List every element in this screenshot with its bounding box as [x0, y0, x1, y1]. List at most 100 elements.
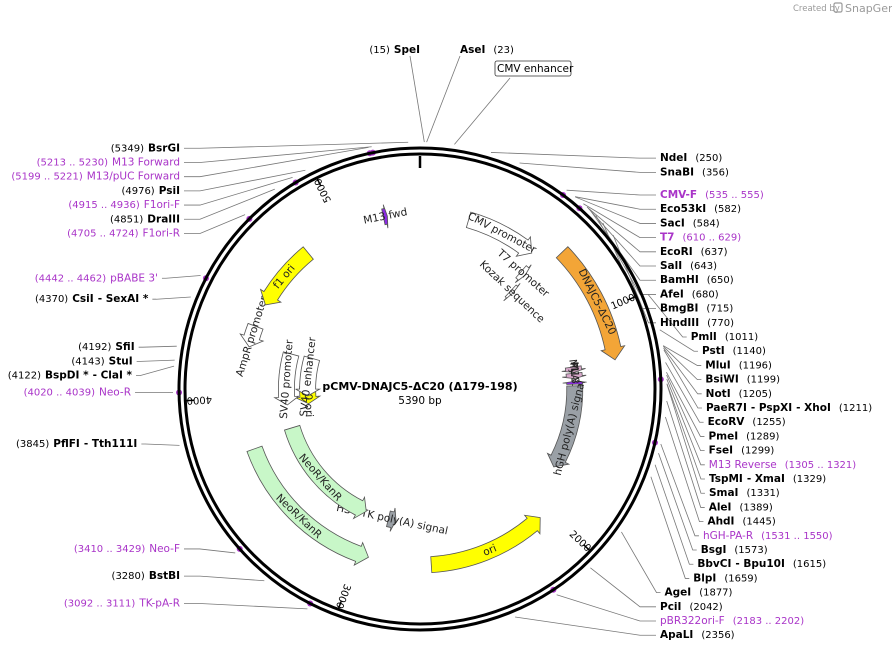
site-label-mlui[interactable]: MluI(1196)	[705, 359, 772, 371]
leader-line	[184, 603, 308, 610]
site-label-hindiii[interactable]: HindIII(770)	[660, 317, 734, 329]
site-label-smai[interactable]: SmaI(1331)	[709, 487, 780, 499]
site-label-f1orir[interactable]: (4705 .. 4724)F1ori-R	[67, 227, 180, 239]
site-position: (5349)	[111, 143, 144, 154]
site-label-text: PaeR7I- PspXI- XhoI(1211)	[706, 402, 872, 414]
feature-arrow	[239, 322, 265, 348]
site-name: CsiI	[72, 293, 93, 305]
site-label-spei[interactable]: (15)SpeI	[369, 44, 420, 56]
leader-line	[515, 616, 656, 636]
site-label-text: T7(610 .. 629)	[660, 232, 741, 244]
feature-box-cmvenh[interactable]: CMV enhancer	[494, 60, 574, 77]
site-label-pcii[interactable]: PciI (2042)	[660, 601, 723, 613]
site-label-t7[interactable]: T7(610 .. 629)	[660, 232, 741, 244]
leader-line	[575, 196, 656, 224]
site-label-ahdi[interactable]: AhdI(1445)	[707, 516, 775, 528]
site-name: PciI	[660, 601, 681, 613]
leader-line	[666, 384, 705, 494]
leader-line	[519, 162, 656, 173]
site-label-ndei[interactable]: NdeI(250)	[660, 152, 722, 164]
site-label-psti[interactable]: PstI(1140)	[702, 345, 766, 357]
site-label-text: AhdI(1445)	[707, 516, 775, 528]
site-name: CMV-F	[660, 189, 697, 201]
site-label-text: (3280)BstBI	[112, 570, 180, 582]
site-label-pmli[interactable]: PmlI(1011)	[691, 331, 759, 343]
site-position: (2042)	[689, 602, 722, 613]
site-label-bspdi[interactable]: (4122)BspDI *- ClaI *	[8, 370, 133, 382]
site-name: PmlI	[691, 331, 717, 343]
site-label-ecorv[interactable]: EcoRV(1255)	[708, 416, 786, 428]
feature-box	[494, 60, 572, 77]
site-label-text: BlpI(1659)	[693, 572, 757, 584]
site-name: SacI	[660, 217, 685, 229]
site-name: PmeI	[708, 430, 738, 442]
site-label-text: SnaBI(356)	[660, 166, 729, 178]
site-position: (643)	[690, 261, 717, 272]
leader-line	[666, 371, 705, 437]
site-label-fsei[interactable]: FseI(1299)	[709, 445, 775, 457]
site-label-pbabe3[interactable]: (4442 .. 4462)pBABE 3'	[35, 272, 158, 284]
site-name: SfiI	[115, 341, 134, 353]
site-name: SnaBI	[660, 166, 694, 178]
site-label-eco53ki[interactable]: Eco53kI(582)	[660, 203, 741, 215]
site-label-bstbi[interactable]: (3280)BstBI	[112, 570, 180, 582]
site-label-text: (4915 .. 4936)F1ori-F	[68, 199, 180, 211]
site-label-bmgbi[interactable]: BmgBI(715)	[660, 303, 733, 315]
site-label-hghpar[interactable]: hGH-PA-R(1531 .. 1550)	[703, 530, 833, 542]
site-name: FseI	[709, 445, 733, 457]
site-label-draiii[interactable]: (4851)DraIII	[110, 213, 180, 225]
site-label-m13f[interactable]: (5213 .. 5230)M13 Forward	[37, 156, 180, 168]
site-label-pflfi[interactable]: (3845)PflFI- Tth111I	[16, 438, 137, 450]
site-label-tkpar[interactable]: (3092 .. 3111)TK-pA-R	[64, 598, 180, 610]
site-label-snabi[interactable]: SnaBI(356)	[660, 166, 729, 178]
site-label-text: (4192)SfiI	[78, 341, 135, 353]
site-label-ecori[interactable]: EcoRI(637)	[660, 246, 728, 258]
site-label-bsgi[interactable]: BsgI(1573)	[701, 544, 768, 556]
site-position: (1877)	[699, 588, 732, 599]
site-label-apali[interactable]: ApaLI(2356)	[660, 629, 735, 641]
site-name: F1ori-F	[144, 199, 180, 211]
feature-arrow	[386, 507, 397, 532]
site-label-tspmi[interactable]: TspMI- XmaI(1329)	[709, 473, 826, 485]
site-label-stui[interactable]: (4143)StuI	[71, 355, 132, 367]
site-label-alei[interactable]: AleI(1389)	[709, 501, 773, 513]
site-label-asei[interactable]: AseI(23)	[460, 44, 514, 56]
site-label-pmei[interactable]: PmeI(1289)	[708, 430, 779, 442]
site-label-text: AseI(23)	[460, 44, 514, 56]
site-position: (1445)	[742, 517, 775, 528]
site-label-text: FseI(1299)	[709, 445, 775, 457]
site-label-pbr322orif[interactable]: pBR322ori-F(2183 .. 2202)	[660, 615, 804, 627]
site-label-m13rev[interactable]: M13 Reverse(1305 .. 1321)	[709, 459, 856, 471]
site-label-neor[interactable]: (4020 .. 4039)Neo-R	[24, 387, 131, 399]
site-label-bamhi[interactable]: BamHI(650)	[660, 274, 734, 286]
site-label-afei[interactable]: AfeI(680)	[660, 288, 719, 300]
site-label-agei[interactable]: AgeI (1877)	[665, 587, 733, 599]
site-name: AgeI	[665, 587, 692, 599]
site-name: - PspXI	[751, 402, 792, 414]
site-label-sali[interactable]: SalI(643)	[660, 260, 717, 272]
site-label-psii[interactable]: (4976)PsiI	[121, 185, 180, 197]
site-label-paer7i[interactable]: PaeR7I- PspXI- XhoI(1211)	[706, 402, 872, 414]
site-name: pBR322ori-F	[660, 615, 725, 627]
site-label-bsiwi[interactable]: BsiWI(1199)	[705, 374, 780, 386]
site-label-cmvf[interactable]: CMV-F(535 .. 555)	[660, 189, 764, 201]
feature-box-label: CMV enhancer	[497, 63, 574, 75]
feature-arrow	[514, 264, 532, 283]
site-label-bbvci[interactable]: BbvCI- Bpu10I(1615)	[697, 558, 826, 570]
site-label-f1orif[interactable]: (4915 .. 4936)F1ori-F	[68, 199, 180, 211]
ruler-tick-label: 5000	[313, 176, 334, 204]
plasmid-name: pCMV-DNAJC5-ΔC20 (Δ179-198)	[322, 380, 517, 393]
site-label-text: BamHI(650)	[660, 274, 734, 286]
site-label-text: BsgI(1573)	[701, 544, 768, 556]
site-label-bsrgi[interactable]: (5349)BsrGI	[111, 142, 180, 154]
site-label-csii[interactable]: (4370)CsiI- SexAI *	[35, 293, 149, 305]
site-label-sfii[interactable]: (4192)SfiI	[78, 341, 135, 353]
site-label-neof[interactable]: (3410 .. 3429)Neo-F	[74, 543, 180, 555]
leader-line	[136, 365, 175, 377]
leader-line	[184, 147, 369, 178]
site-label-noti[interactable]: NotI(1205)	[706, 388, 772, 400]
site-label-blpi[interactable]: BlpI(1659)	[693, 572, 757, 584]
site-label-m13puc[interactable]: (5199 .. 5221)M13/pUC Forward	[11, 171, 180, 183]
site-label-saci[interactable]: SacI(584)	[660, 217, 720, 229]
site-name: HindIII	[660, 317, 699, 329]
